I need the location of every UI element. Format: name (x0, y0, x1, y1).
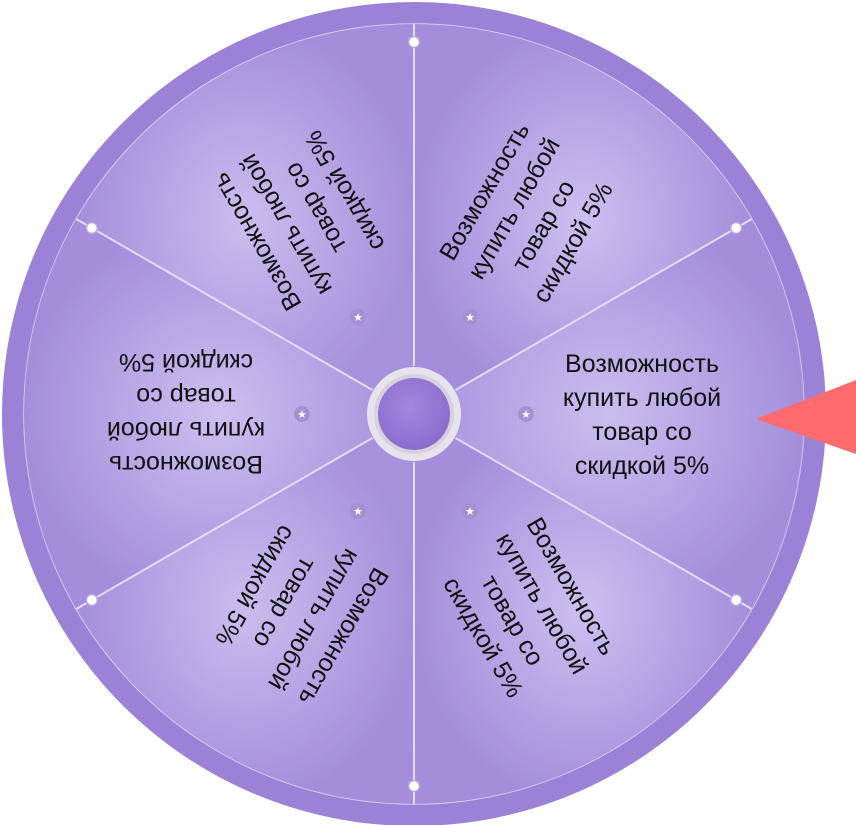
sector-label-line: Возможность (109, 450, 263, 478)
sector-divider (455, 218, 753, 391)
sector-label-line: скидкой 5% (575, 452, 709, 480)
wheel-sector (414, 414, 752, 804)
rim-peg-dot (407, 35, 421, 49)
sector-label-line: товар со (592, 418, 692, 446)
star-icon: ★ (518, 406, 534, 422)
pointer-arrow-icon (756, 380, 856, 454)
svg-text:★: ★ (297, 408, 307, 421)
sector-label-line: купить любой (107, 416, 265, 444)
rim-peg-dot (85, 221, 99, 235)
wheel-sector (23, 219, 414, 609)
sector-divider (75, 437, 373, 610)
rim-peg-dot (85, 593, 99, 607)
star-icon: ★ (462, 309, 478, 326)
star-icon: ★ (294, 406, 310, 422)
wheel-sector (414, 219, 804, 609)
sector-label-line: купить любой (563, 384, 721, 412)
rim-peg-dot (407, 779, 421, 793)
sector-label: Возможность купить любой товар со скидкой 5… (563, 350, 721, 480)
sector-label-line: скидкой 5% (119, 348, 253, 376)
rim-peg-dot (729, 221, 743, 235)
wheel-sector (76, 414, 414, 804)
star-icon: ★ (350, 309, 366, 326)
wheel-sector (414, 24, 752, 414)
sector-label-line: Возможность (565, 350, 719, 378)
wheel-dividers (75, 24, 753, 804)
spin-hub-button[interactable] (378, 378, 450, 450)
sector-divider (75, 218, 373, 391)
svg-text:★: ★ (353, 505, 363, 518)
star-icon: ★ (350, 502, 366, 519)
sector-label: Возможность купить любой товар со скидкой 5… (107, 348, 265, 478)
star-icon: ★ (462, 502, 478, 519)
svg-text:★: ★ (465, 505, 475, 518)
sector-label-line: товар со (136, 382, 236, 410)
svg-text:★: ★ (353, 311, 363, 324)
wheel-sectors (23, 24, 804, 804)
rim-peg-dot (729, 593, 743, 607)
wheel-sector (76, 24, 414, 414)
svg-text:★: ★ (465, 311, 475, 324)
svg-text:★: ★ (521, 408, 531, 421)
sector-divider (455, 437, 753, 610)
